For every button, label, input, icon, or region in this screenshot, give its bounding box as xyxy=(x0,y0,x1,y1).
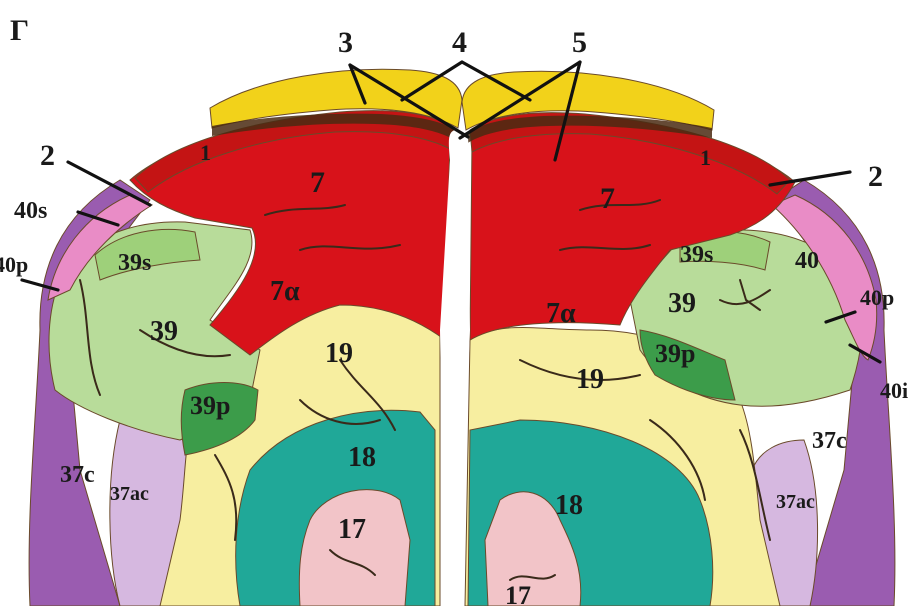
left-hemisphere xyxy=(29,69,462,606)
left-label-7: 7 xyxy=(310,166,325,199)
callout-5: 5 xyxy=(572,26,587,59)
left-label-7a: 7α xyxy=(270,276,300,307)
callout-4: 4 xyxy=(452,26,467,59)
callout-2-left: 2 xyxy=(40,139,55,172)
left-label-1: 1 xyxy=(200,140,211,165)
left-label-40s: 40s xyxy=(14,198,47,224)
left-label-37ac: 37ac xyxy=(110,483,149,505)
left-label-39s: 39s xyxy=(118,250,151,276)
right-label-37c: 37c xyxy=(812,428,847,454)
right-label-7a: 7α xyxy=(546,298,576,329)
panel-letter: Г xyxy=(10,14,29,47)
right-label-19: 19 xyxy=(576,364,604,395)
right-label-7: 7 xyxy=(600,182,615,215)
callout-3: 3 xyxy=(338,26,353,59)
right-label-39: 39 xyxy=(668,288,696,319)
right-label-40i: 40i xyxy=(880,378,908,403)
right-label-39s: 39s xyxy=(680,242,713,268)
right-label-39p: 39p xyxy=(655,339,695,368)
left-label-40p: 40p xyxy=(0,252,28,277)
right-label-18: 18 xyxy=(555,490,583,521)
left-label-17: 17 xyxy=(338,514,366,545)
right-label-37ac: 37ac xyxy=(776,491,815,513)
left-label-37c: 37c xyxy=(60,462,95,488)
right-label-17: 17 xyxy=(505,581,531,606)
left-label-39: 39 xyxy=(150,316,178,347)
right-label-1: 1 xyxy=(700,145,711,170)
left-label-39p: 39p xyxy=(190,391,230,420)
right-label-40p: 40p xyxy=(860,285,894,310)
callout-2-right: 2 xyxy=(868,160,883,193)
left-label-18: 18 xyxy=(348,442,376,473)
right-label-40: 40 xyxy=(795,248,819,274)
left-label-19: 19 xyxy=(325,338,353,369)
